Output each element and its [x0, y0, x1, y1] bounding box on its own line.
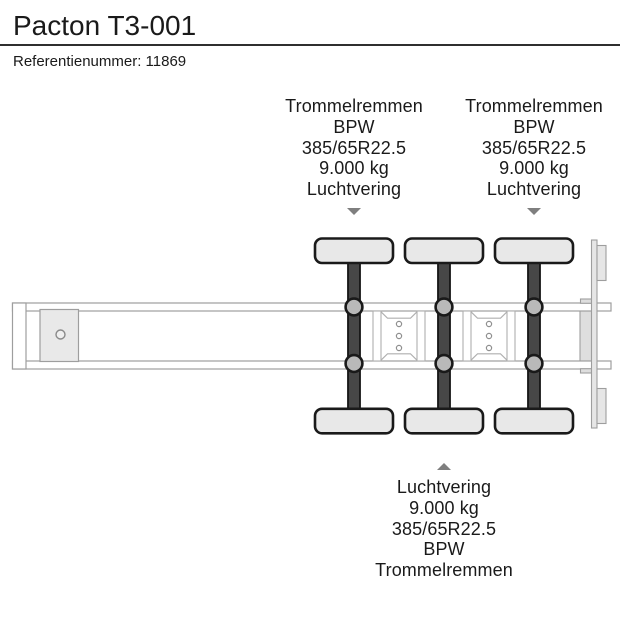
- axle-3-mount-bottom: [524, 353, 544, 374]
- crossmember-post: [506, 310, 516, 362]
- axle-1-wheel-bottom: [313, 407, 395, 435]
- crossmember-hole: [485, 320, 493, 328]
- crossmember-post: [372, 310, 382, 362]
- spec-line: 385/65R22.5: [481, 137, 587, 158]
- taillight-bottom: [596, 387, 607, 425]
- kingpin: [55, 329, 66, 340]
- spec-line: BPW: [423, 539, 465, 560]
- crossmember-hole: [395, 344, 403, 352]
- rear-bracket-top: [579, 298, 593, 304]
- axle-1: [313, 237, 395, 435]
- axle1-spec-block: Trommelremmen BPW 385/65R22.5 9.000 kg L…: [285, 96, 423, 200]
- reference-number: Referentienummer: 11869: [13, 53, 187, 70]
- spec-line: 9.000 kg: [319, 158, 389, 179]
- spec-line: 9.000 kg: [409, 497, 479, 518]
- crossmember-2: [462, 310, 516, 362]
- spec-line: 385/65R22.5: [301, 137, 407, 158]
- spec-line: Luchtvering: [486, 179, 582, 199]
- axle-1-wheel-top: [313, 237, 395, 265]
- taillight-top: [596, 244, 607, 282]
- spec-line: BPW: [333, 116, 375, 137]
- front-end-cap: [11, 302, 27, 370]
- spec-line: Trommelremmen: [465, 96, 603, 116]
- axle-2-wheel-top: [403, 237, 485, 265]
- crossmember-1: [372, 310, 426, 362]
- crossmember-post: [462, 310, 472, 362]
- axle-1-mount-top: [344, 297, 364, 317]
- spec-line: Trommelremmen: [285, 96, 423, 116]
- axle-2-wheel-bottom: [403, 407, 485, 435]
- crossmember-hole: [395, 332, 403, 340]
- rear-bracket-bottom: [579, 368, 593, 374]
- crossmember-chamfer: [470, 353, 508, 361]
- axle-2: [403, 237, 485, 435]
- chassis-rail-top: [11, 302, 612, 312]
- arrow-up-icon: [437, 463, 451, 470]
- chassis-rail-bottom: [11, 360, 612, 370]
- axle-3: [493, 237, 575, 435]
- rear-bumper-plate: [590, 239, 598, 429]
- crossmember-chamfer: [380, 311, 418, 319]
- axle2-spec-block: Luchtvering 9.000 kg 385/65R22.5 BPW Tro…: [375, 477, 513, 581]
- axle-2-mount-top: [434, 297, 454, 317]
- crossmember-hole: [395, 320, 403, 328]
- crossmember-post: [416, 310, 426, 362]
- spec-line: BPW: [513, 116, 555, 137]
- axle-2-mount-bottom: [434, 353, 454, 374]
- spec-line: Luchtvering: [396, 477, 492, 497]
- axle3-spec-block: Trommelremmen BPW 385/65R22.5 9.000 kg L…: [465, 96, 603, 200]
- axle-1-mount-bottom: [344, 353, 364, 374]
- axle-1-beam: [347, 250, 361, 422]
- arrow-down-icon: [527, 208, 541, 215]
- spec-line: 385/65R22.5: [391, 518, 497, 539]
- spec-line: Trommelremmen: [375, 560, 513, 580]
- axle-3-mount-top: [524, 297, 544, 317]
- spec-line: Luchtvering: [306, 179, 402, 199]
- crossmember-chamfer: [380, 353, 418, 361]
- arrow-down-icon: [347, 208, 361, 215]
- axle-3-wheel-bottom: [493, 407, 575, 435]
- axle-2-beam: [437, 250, 451, 422]
- crossmember-chamfer: [470, 311, 508, 319]
- crossmember-hole: [485, 332, 493, 340]
- spec-line: 9.000 kg: [499, 158, 569, 179]
- title-divider: [0, 44, 620, 46]
- axle-3-wheel-top: [493, 237, 575, 265]
- crossmember-hole: [485, 344, 493, 352]
- page-title: Pacton T3-001: [13, 10, 197, 41]
- axle-3-beam: [527, 250, 541, 422]
